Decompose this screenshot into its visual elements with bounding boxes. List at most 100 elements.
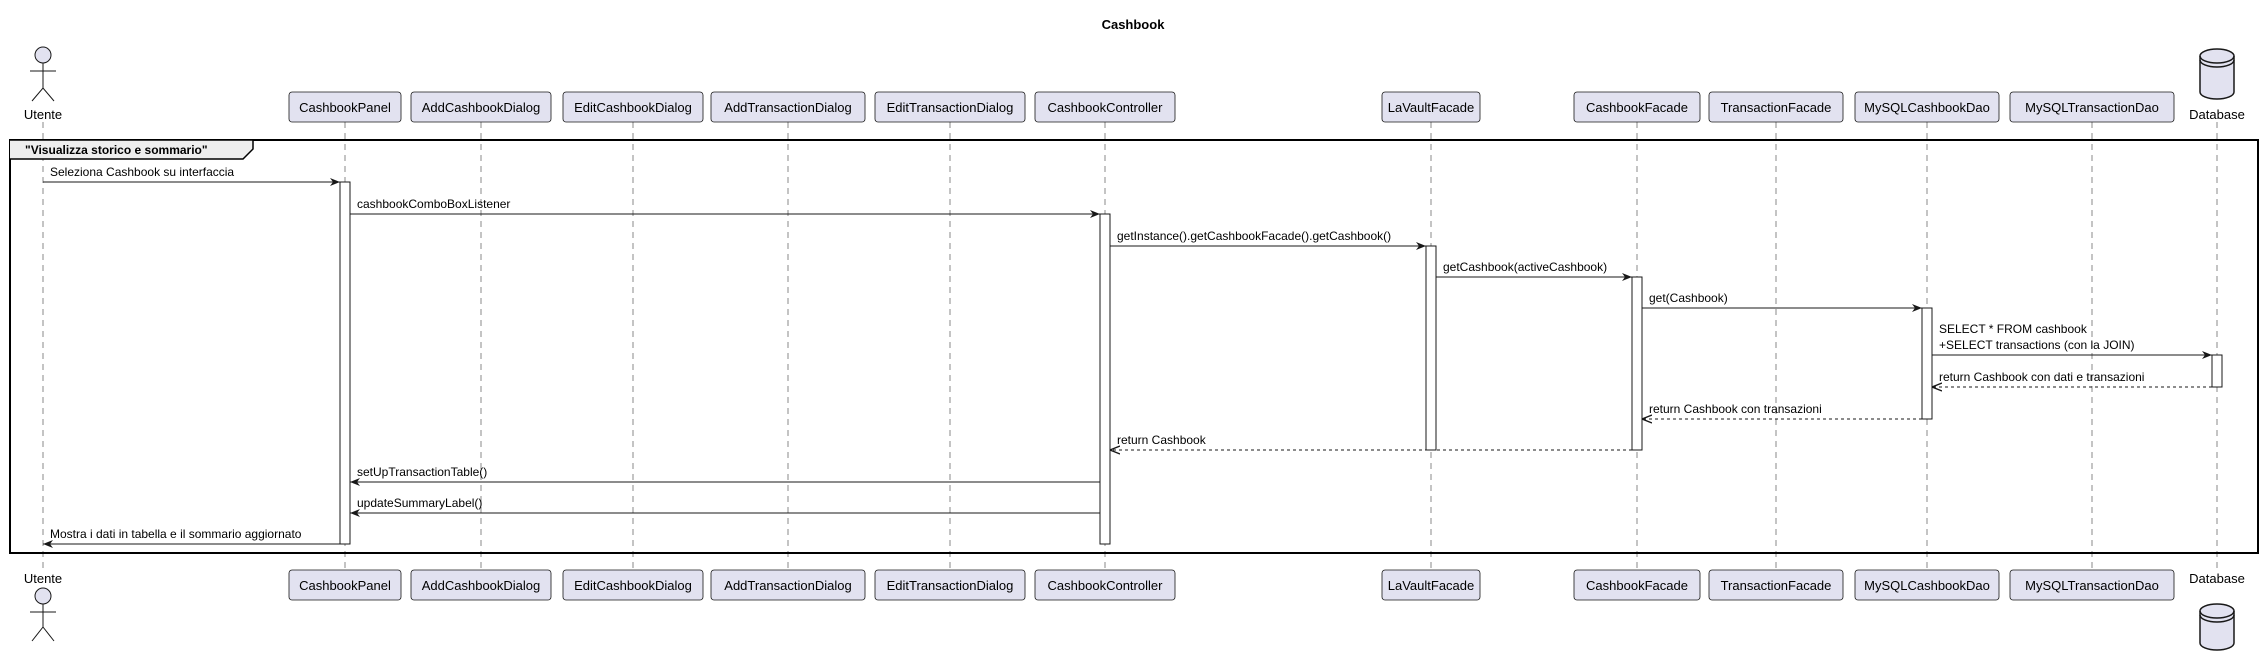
group-label: "Visualizza storico e sommario": [25, 143, 208, 157]
message-label: SELECT * FROM cashbook: [1939, 322, 2088, 336]
participant-label: CashbookController: [1048, 100, 1164, 115]
participant-mysql-transaction-dao-bottom: MySQLTransactionDao: [2009, 569, 2175, 601]
message-return-cashbook-con-dati-e-transazioni: return Cashbook con dati e transazioni: [1932, 370, 2212, 387]
participant-cashbook-facade-bottom: CashbookFacade: [1573, 569, 1701, 601]
message-label: Mostra i dati in tabella e il sommario a…: [50, 527, 302, 541]
participant-transaction-facade-top: TransactionFacade: [1708, 91, 1844, 123]
participant-add-cashbook-dialog-top: AddCashbookDialog: [410, 91, 552, 123]
message-setuptransactiontable: setUpTransactionTable(): [350, 465, 1100, 486]
actor-body-icon: [30, 63, 56, 102]
activation-bar-lavault-facade: [1425, 245, 1437, 451]
participant-label: TransactionFacade: [1721, 100, 1832, 115]
participant-box: [1381, 569, 1481, 601]
participant-label: AddTransactionDialog: [724, 578, 851, 593]
participant-box: [1034, 91, 1176, 123]
actor-body-icon: [30, 604, 56, 642]
participant-edit-transaction-dialog-bottom: EditTransactionDialog: [874, 569, 1026, 601]
participant-label: MySQLCashbookDao: [1864, 578, 1990, 593]
group-frame-border: [9, 139, 2259, 554]
participant-cashbook-panel-top: CashbookPanel: [288, 91, 402, 123]
message-label: updateSummaryLabel(): [357, 496, 482, 510]
participants-bottom: Utente CashbookPanel AddCashbookDialog Edit…: [24, 569, 2245, 651]
message-getinstance-getcashbookfacade-getcashbook: getInstance().getCashbookFacade().getCas…: [1110, 229, 1426, 250]
activation-bar-cashbook-panel: [339, 181, 351, 545]
message-label: cashbookComboBoxListener: [357, 197, 510, 211]
participant-box: [710, 91, 866, 123]
participant-label: EditTransactionDialog: [887, 578, 1014, 593]
participant-label: EditTransactionDialog: [887, 100, 1014, 115]
participant-box: [1708, 569, 1844, 601]
participant-box: [874, 569, 1026, 601]
participant-label: MySQLTransactionDao: [2025, 100, 2159, 115]
participant-mysql-cashbook-dao-top: MySQLCashbookDao: [1854, 91, 2000, 123]
participant-box: [1854, 91, 2000, 123]
participant-label: AddTransactionDialog: [724, 100, 851, 115]
message-label: return Cashbook con transazioni: [1649, 402, 1822, 416]
participant-lavault-facade-bottom: LaVaultFacade: [1381, 569, 1481, 601]
message-label: getCashbook(activeCashbook): [1443, 260, 1607, 274]
participant-box: [2009, 569, 2175, 601]
message-label: Seleziona Cashbook su interfaccia: [50, 165, 234, 179]
participant-box: [1573, 569, 1701, 601]
participant-add-transaction-dialog-top: AddTransactionDialog: [710, 91, 866, 123]
message-select-from-cashbook: SELECT * FROM cashbook+SELECT transactio…: [1932, 322, 2212, 359]
participant-box: [288, 569, 402, 601]
participant-cashbook-controller-bottom: CashbookController: [1034, 569, 1176, 601]
participant-label: CashbookPanel: [299, 578, 391, 593]
message-label: return Cashbook: [1117, 433, 1207, 447]
activation-bar-cashbook-facade: [1631, 276, 1643, 451]
group-label-tab: [10, 139, 254, 160]
participant-box: [1708, 91, 1844, 123]
message-get-cashbook: get(Cashbook): [1642, 291, 1922, 312]
activations: [339, 181, 2223, 545]
participant-label: AddCashbookDialog: [422, 100, 541, 115]
participant-utente-bottom: Utente: [24, 571, 62, 642]
participant-database-bottom: Database: [2189, 571, 2245, 651]
participant-box: [288, 91, 402, 123]
message-return-cashbook: return Cashbook: [1110, 433, 1632, 450]
activation-bar-cashbook-controller: [1099, 213, 1111, 545]
database-rim: [2199, 610, 2235, 623]
message-label: getInstance().getCashbookFacade().getCas…: [1117, 229, 1391, 243]
message-label: get(Cashbook): [1649, 291, 1728, 305]
participants-top: Utente CashbookPanel AddCashbookDialog Edit…: [24, 46, 2245, 123]
participant-label: Utente: [24, 107, 62, 122]
participant-label: Utente: [24, 571, 62, 586]
message-label: return Cashbook con dati e transazioni: [1939, 370, 2144, 384]
participant-box: [874, 91, 1026, 123]
participant-utente-top: Utente: [24, 46, 62, 122]
participant-box: [710, 569, 866, 601]
participant-label: Database: [2189, 571, 2245, 586]
message-mostra-i-dati-in-tabella-e-il-sommario-aggiornato: Mostra i dati in tabella e il sommario a…: [43, 527, 340, 548]
participant-box: [1381, 91, 1481, 123]
participant-cashbook-panel-bottom: CashbookPanel: [288, 569, 402, 601]
participant-label: CashbookPanel: [299, 100, 391, 115]
participant-box: [410, 569, 552, 601]
participant-box: [562, 569, 704, 601]
participant-label: LaVaultFacade: [1388, 100, 1475, 115]
participant-edit-cashbook-dialog-bottom: EditCashbookDialog: [562, 569, 704, 601]
participant-label: CashbookFacade: [1586, 100, 1688, 115]
participant-edit-cashbook-dialog-top: EditCashbookDialog: [562, 91, 704, 123]
group-frame: "Visualizza storico e sommario": [9, 139, 2259, 554]
message-getcashbook-activecashbook: getCashbook(activeCashbook): [1436, 260, 1632, 281]
participant-database-top: Database: [2189, 48, 2245, 122]
participant-label: EditCashbookDialog: [574, 578, 692, 593]
participant-box: [1854, 569, 2000, 601]
actor-head-icon: [34, 587, 52, 605]
participant-mysql-cashbook-dao-bottom: MySQLCashbookDao: [1854, 569, 2000, 601]
participant-label: TransactionFacade: [1721, 578, 1832, 593]
participant-label: LaVaultFacade: [1388, 578, 1475, 593]
activation-bar-database: [2211, 354, 2223, 388]
database-icon: [2199, 48, 2235, 100]
participant-box: [2009, 91, 2175, 123]
participant-label: AddCashbookDialog: [422, 578, 541, 593]
participant-box: [410, 91, 552, 123]
database-rim: [2199, 55, 2235, 68]
participant-label: EditCashbookDialog: [574, 100, 692, 115]
diagram-title: Cashbook: [1102, 17, 1166, 32]
participant-cashbook-facade-top: CashbookFacade: [1573, 91, 1701, 123]
participant-box: [1034, 569, 1176, 601]
messages: Seleziona Cashbook su interfaccia cashboo…: [43, 165, 2212, 548]
